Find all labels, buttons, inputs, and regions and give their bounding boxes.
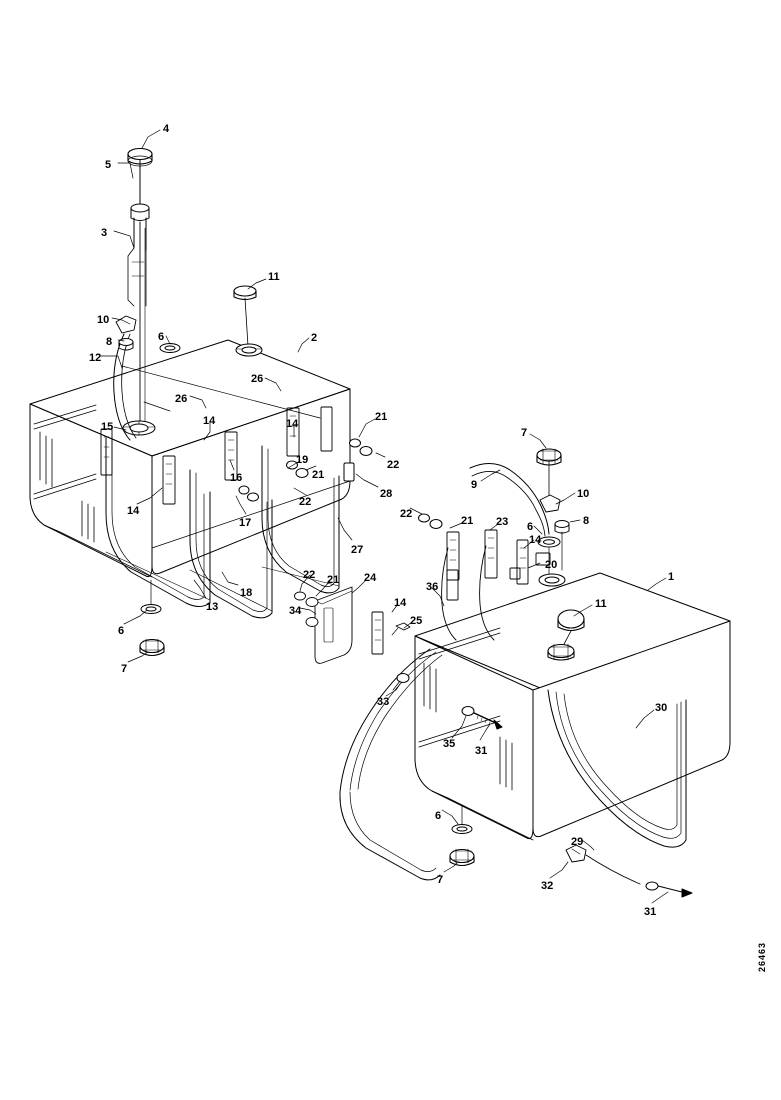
callout-18: 18	[240, 587, 253, 599]
callout-28: 28	[380, 488, 393, 500]
tank-2-body	[30, 340, 350, 577]
callout-35: 35	[443, 738, 456, 750]
fastener-33	[393, 674, 409, 691]
callout-15: 15	[101, 421, 114, 433]
filler-cap-11-left	[234, 286, 262, 356]
callout-14: 14	[529, 534, 542, 546]
drain-hardware-right	[450, 806, 474, 866]
drawing-code: 26463	[757, 941, 767, 972]
callout-20: 20	[545, 559, 558, 571]
callout-24: 24	[364, 572, 377, 584]
callout-21: 21	[312, 469, 325, 481]
vent-hose-left	[114, 316, 180, 440]
callout-3: 3	[101, 227, 108, 239]
callout-8: 8	[583, 515, 590, 527]
callout-31: 31	[644, 906, 657, 918]
callout-21: 21	[375, 411, 388, 423]
callout-13: 13	[206, 601, 219, 613]
tank-straps-left	[106, 438, 339, 618]
callout-31: 31	[475, 745, 488, 757]
callout-23: 23	[496, 516, 509, 528]
callout-17: 17	[239, 517, 252, 529]
leader-lines	[101, 130, 668, 903]
callout-26: 26	[251, 373, 264, 385]
drain-hardware-left	[140, 580, 164, 656]
callout-2: 2	[311, 332, 318, 344]
callout-7: 7	[521, 427, 528, 439]
callout-7: 7	[437, 874, 444, 886]
callout-16: 16	[230, 472, 243, 484]
callout-6: 6	[158, 331, 165, 343]
fastener-35-31	[462, 707, 502, 730]
vent-hose-right	[470, 449, 569, 586]
callout-21: 21	[327, 574, 340, 586]
callout-22: 22	[299, 496, 312, 508]
callout-36: 36	[426, 581, 439, 593]
callout-5: 5	[105, 159, 112, 171]
callout-10: 10	[97, 314, 110, 326]
callout-22: 22	[303, 569, 316, 581]
callout-32: 32	[541, 880, 554, 892]
fuel-sender-assembly	[123, 149, 155, 436]
callout-8: 8	[106, 336, 113, 348]
callout-14: 14	[203, 415, 216, 427]
callout-19: 19	[296, 454, 309, 466]
filler-cap-11-right	[548, 610, 584, 660]
callout-29: 29	[571, 836, 584, 848]
callout-25: 25	[410, 615, 423, 627]
callout-10: 10	[577, 488, 590, 500]
tank-straps-right	[340, 649, 686, 880]
callout-12: 12	[89, 352, 102, 364]
brackets-right-tank	[442, 530, 550, 640]
callout-27: 27	[351, 544, 364, 556]
callout-30: 30	[655, 702, 668, 714]
tiedown-hardware-bottom	[566, 845, 692, 897]
callout-26: 26	[175, 393, 188, 405]
callout-7: 7	[121, 663, 128, 675]
callout-4: 4	[163, 123, 170, 135]
callout-33: 33	[377, 696, 390, 708]
brackets-left-tank	[101, 407, 332, 504]
callout-22: 22	[387, 459, 400, 471]
callout-6: 6	[527, 521, 534, 533]
brackets-center-lower	[295, 587, 411, 663]
callout-14: 14	[286, 418, 299, 430]
callout-14: 14	[394, 597, 407, 609]
callout-34: 34	[289, 605, 302, 617]
callout-11: 11	[268, 271, 280, 283]
callout-11: 11	[595, 598, 607, 610]
callout-1: 1	[668, 571, 675, 583]
fasteners-left-cluster	[239, 439, 442, 529]
callout-9: 9	[471, 479, 478, 491]
callout-14: 14	[127, 505, 140, 517]
callout-21: 21	[461, 515, 474, 527]
callout-6: 6	[118, 625, 125, 637]
callout-6: 6	[435, 810, 442, 822]
callout-22: 22	[400, 508, 413, 520]
